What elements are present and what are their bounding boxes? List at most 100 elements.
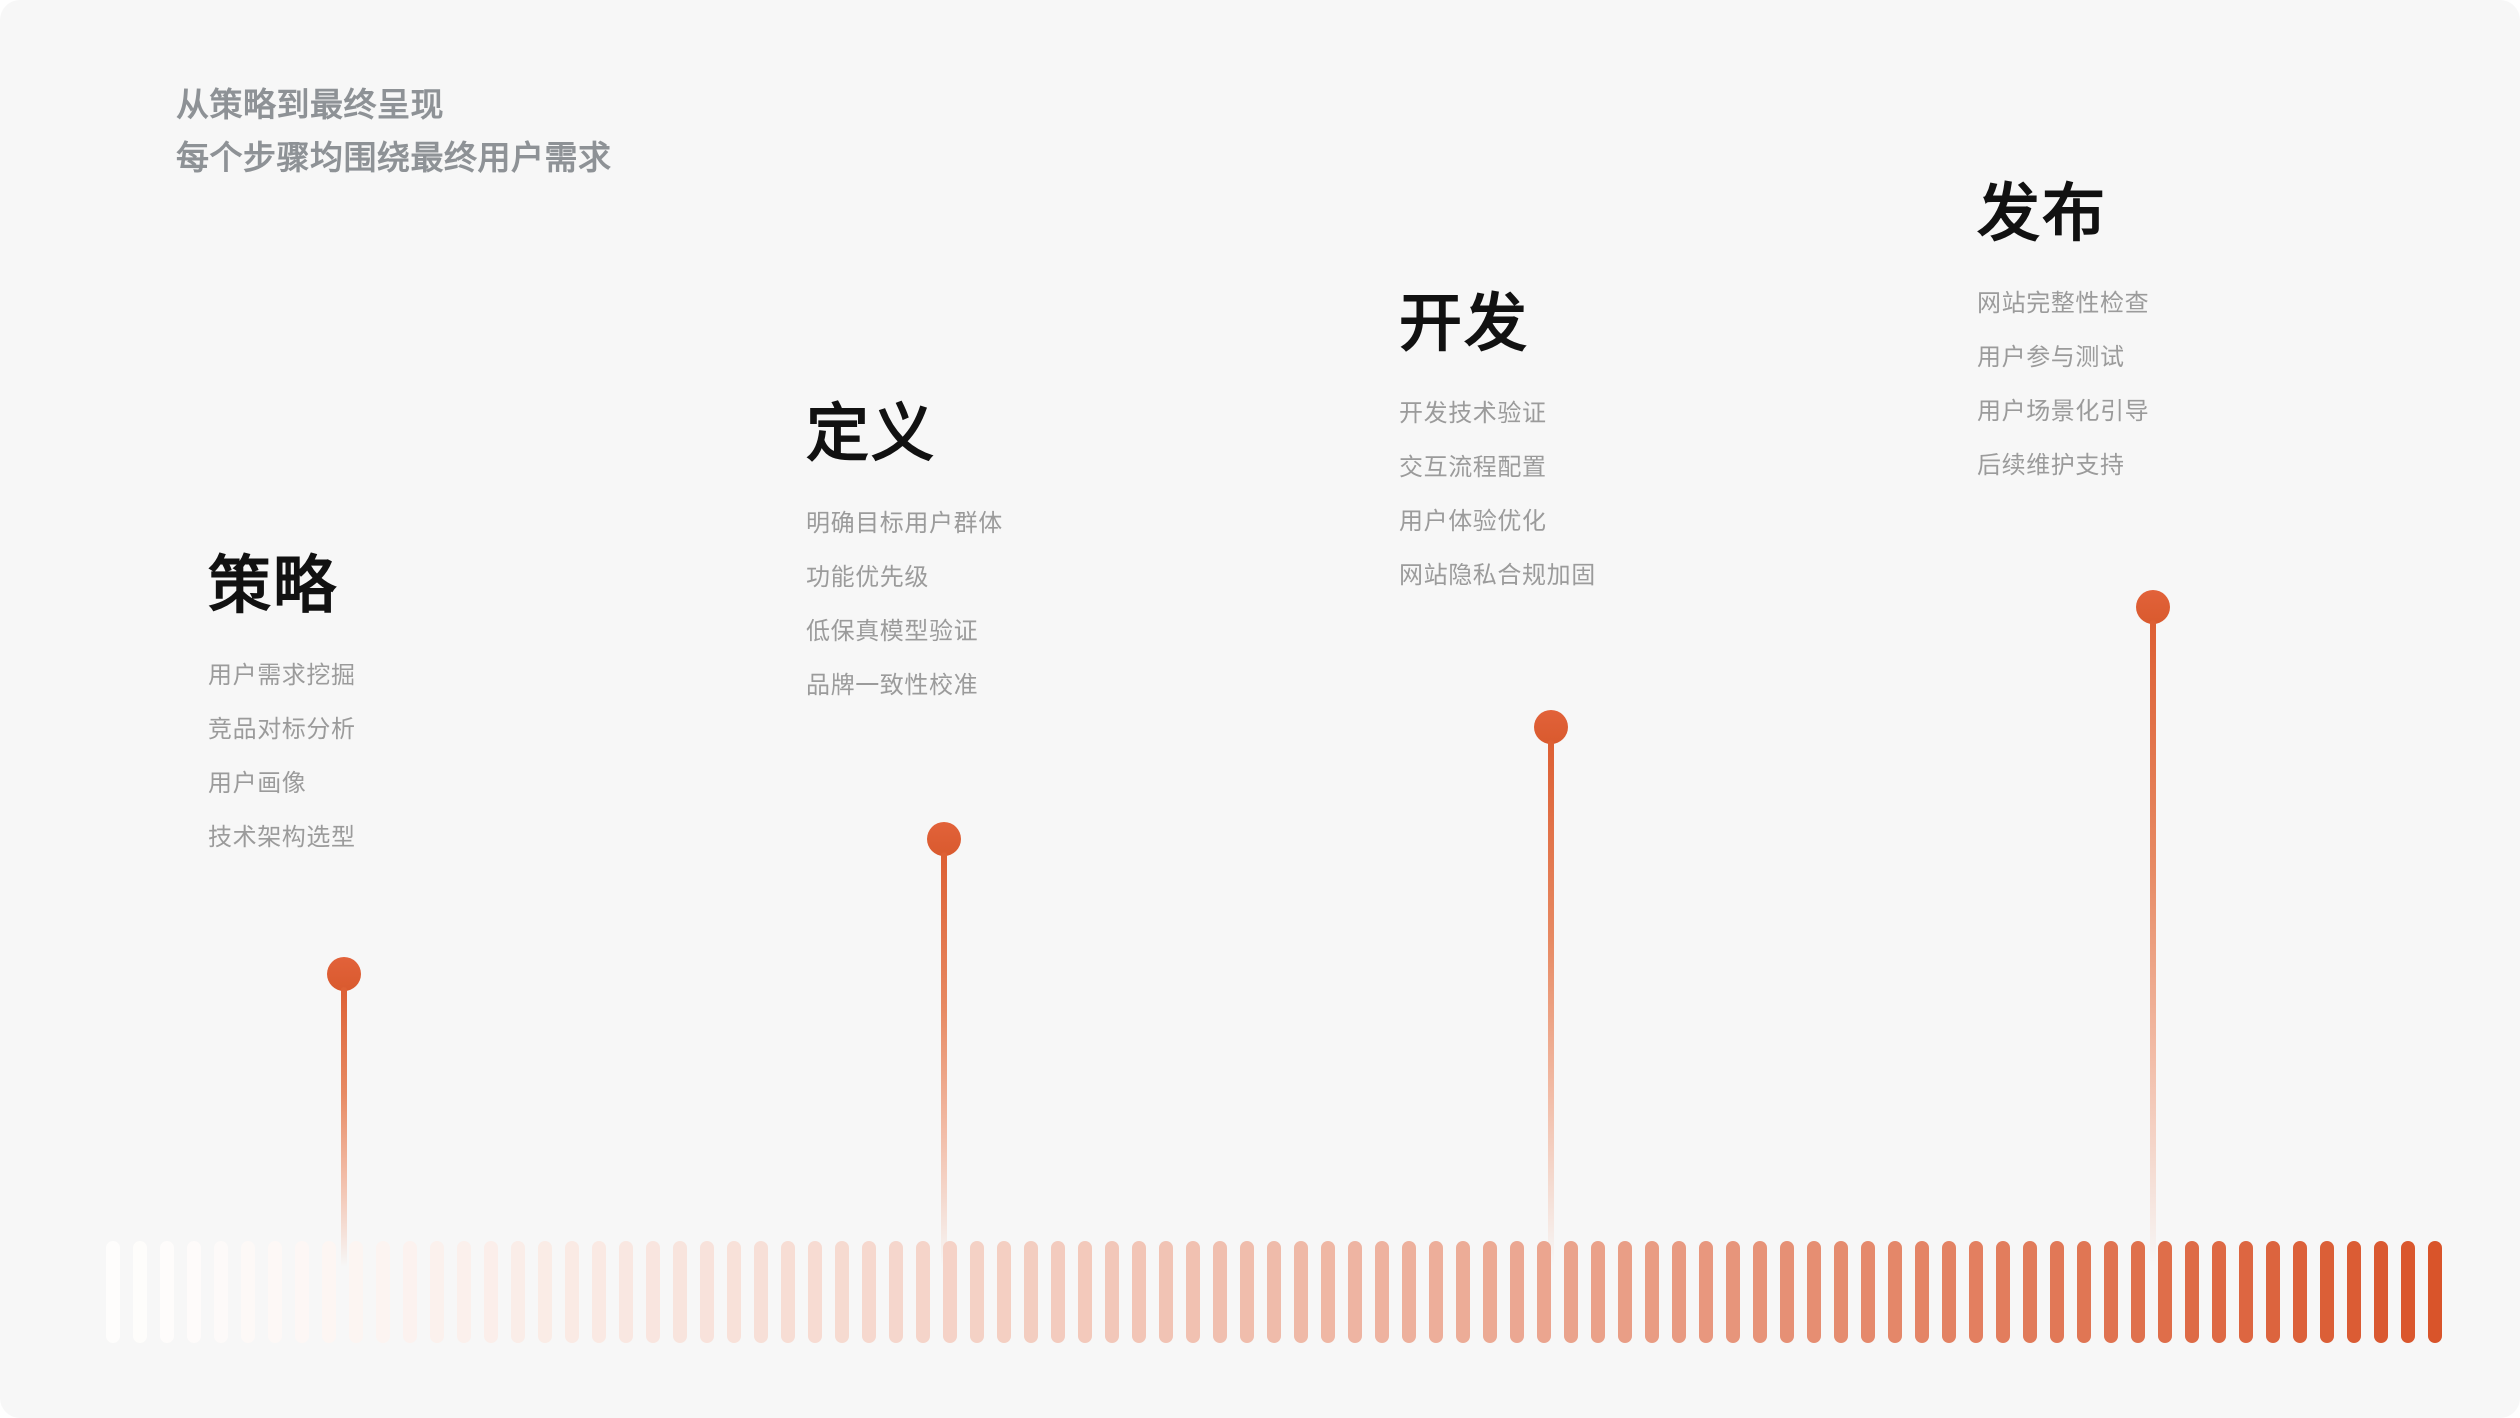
chart-bar	[1294, 1241, 1308, 1343]
chart-bar	[1888, 1241, 1902, 1343]
timeline-pin-1	[327, 957, 361, 1271]
chart-bar	[1969, 1241, 1983, 1343]
chart-bar	[403, 1241, 417, 1343]
chart-bar	[1375, 1241, 1389, 1343]
pin-stem	[2150, 620, 2156, 1267]
chart-bar	[1537, 1241, 1551, 1343]
timeline-pin-2	[927, 822, 961, 1271]
chart-bar	[1213, 1241, 1227, 1343]
chart-bar	[106, 1241, 120, 1343]
chart-bar	[1105, 1241, 1119, 1343]
chart-bar	[1861, 1241, 1875, 1343]
stage-title-2: 定义	[806, 399, 936, 469]
list-item: 明确目标用户群体	[806, 510, 1003, 538]
chart-bar	[322, 1241, 336, 1343]
chart-bar	[1834, 1241, 1848, 1343]
chart-bar	[565, 1241, 579, 1343]
chart-bar	[160, 1241, 174, 1343]
timeline-pin-3	[1534, 710, 1568, 1271]
chart-bar	[1159, 1241, 1173, 1343]
list-item: 网站隐私合规加固	[1399, 562, 1596, 590]
chart-bar	[1456, 1241, 1470, 1343]
chart-bar	[700, 1241, 714, 1343]
chart-bar	[862, 1241, 876, 1343]
chart-bar	[376, 1241, 390, 1343]
chart-bar	[673, 1241, 687, 1343]
pin-dot-icon	[927, 822, 961, 856]
list-item: 用户体验优化	[1399, 508, 1547, 536]
chart-bar	[1780, 1241, 1794, 1343]
pin-stem	[1548, 740, 1554, 1267]
chart-bar	[1402, 1241, 1416, 1343]
chart-bar	[2428, 1241, 2442, 1343]
chart-bar	[1051, 1241, 1065, 1343]
list-item: 用户场景化引导	[1977, 398, 2150, 426]
timeline-pin-4	[2136, 590, 2170, 1271]
chart-bar	[754, 1241, 768, 1343]
chart-bar	[592, 1241, 606, 1343]
chart-bar	[727, 1241, 741, 1343]
list-item: 用户需求挖掘	[208, 662, 356, 690]
chart-bar	[1510, 1241, 1524, 1343]
chart-bar	[484, 1241, 498, 1343]
chart-bar	[970, 1241, 984, 1343]
chart-bar	[268, 1241, 282, 1343]
stage-column-4: 发布网站完整性检查用户参与测试用户场景化引导后续维护支持	[1977, 180, 2149, 478]
chart-bar	[1240, 1241, 1254, 1343]
chart-bar	[349, 1241, 363, 1343]
list-item: 用户参与测试	[1977, 344, 2125, 372]
chart-bar	[1186, 1241, 1200, 1343]
list-item: 网站完整性检查	[1977, 290, 2150, 318]
chart-bar	[619, 1241, 633, 1343]
list-item: 低保真模型验证	[806, 618, 979, 646]
list-item: 交互流程配置	[1399, 454, 1547, 482]
chart-bar	[2104, 1241, 2118, 1343]
chart-bar	[457, 1241, 471, 1343]
list-item: 品牌一致性校准	[806, 672, 979, 700]
chart-bar	[1267, 1241, 1281, 1343]
list-item: 竞品对标分析	[208, 716, 356, 744]
chart-bar	[2401, 1241, 2415, 1343]
chart-bar	[1699, 1241, 1713, 1343]
chart-bar	[1753, 1241, 1767, 1343]
page-title: 从策略到最终呈现 每个步骤均围绕最终用户需求	[176, 78, 612, 185]
pin-dot-icon	[1534, 710, 1568, 744]
chart-bar	[2023, 1241, 2037, 1343]
chart-bar	[781, 1241, 795, 1343]
chart-bar	[997, 1241, 1011, 1343]
chart-bar	[889, 1241, 903, 1343]
stage-title-3: 开发	[1399, 289, 1529, 359]
chart-bar	[2212, 1241, 2226, 1343]
chart-bar	[430, 1241, 444, 1343]
stage-column-1: 策略用户需求挖掘竞品对标分析用户画像技术架构选型	[208, 552, 356, 850]
chart-bar	[133, 1241, 147, 1343]
chart-bar	[808, 1241, 822, 1343]
header-line-2: 每个步骤均围绕最终用户需求	[176, 139, 612, 177]
pin-dot-icon	[2136, 590, 2170, 624]
chart-bar	[2293, 1241, 2307, 1343]
chart-bar	[2077, 1241, 2091, 1343]
chart-bar	[1618, 1241, 1632, 1343]
chart-bar	[835, 1241, 849, 1343]
list-item: 功能优先级	[806, 564, 929, 592]
chart-bar	[1726, 1241, 1740, 1343]
stage-column-2: 定义明确目标用户群体功能优先级低保真模型验证品牌一致性校准	[806, 400, 1003, 698]
gradient-bar-chart	[0, 1241, 2520, 1343]
stage-column-3: 开发开发技术验证交互流程配置用户体验优化网站隐私合规加固	[1399, 290, 1596, 588]
chart-bar	[646, 1241, 660, 1343]
chart-bar	[187, 1241, 201, 1343]
chart-bar	[943, 1241, 957, 1343]
chart-bar	[2050, 1241, 2064, 1343]
list-item: 技术架构选型	[208, 824, 356, 852]
chart-bar	[1429, 1241, 1443, 1343]
chart-bar	[214, 1241, 228, 1343]
chart-bar	[241, 1241, 255, 1343]
chart-bar	[2320, 1241, 2334, 1343]
chart-bar	[1024, 1241, 1038, 1343]
list-item: 后续维护支持	[1977, 452, 2125, 480]
chart-bar	[511, 1241, 525, 1343]
chart-bar	[1915, 1241, 1929, 1343]
chart-bar	[2185, 1241, 2199, 1343]
chart-bar	[1078, 1241, 1092, 1343]
pin-stem	[941, 852, 947, 1267]
